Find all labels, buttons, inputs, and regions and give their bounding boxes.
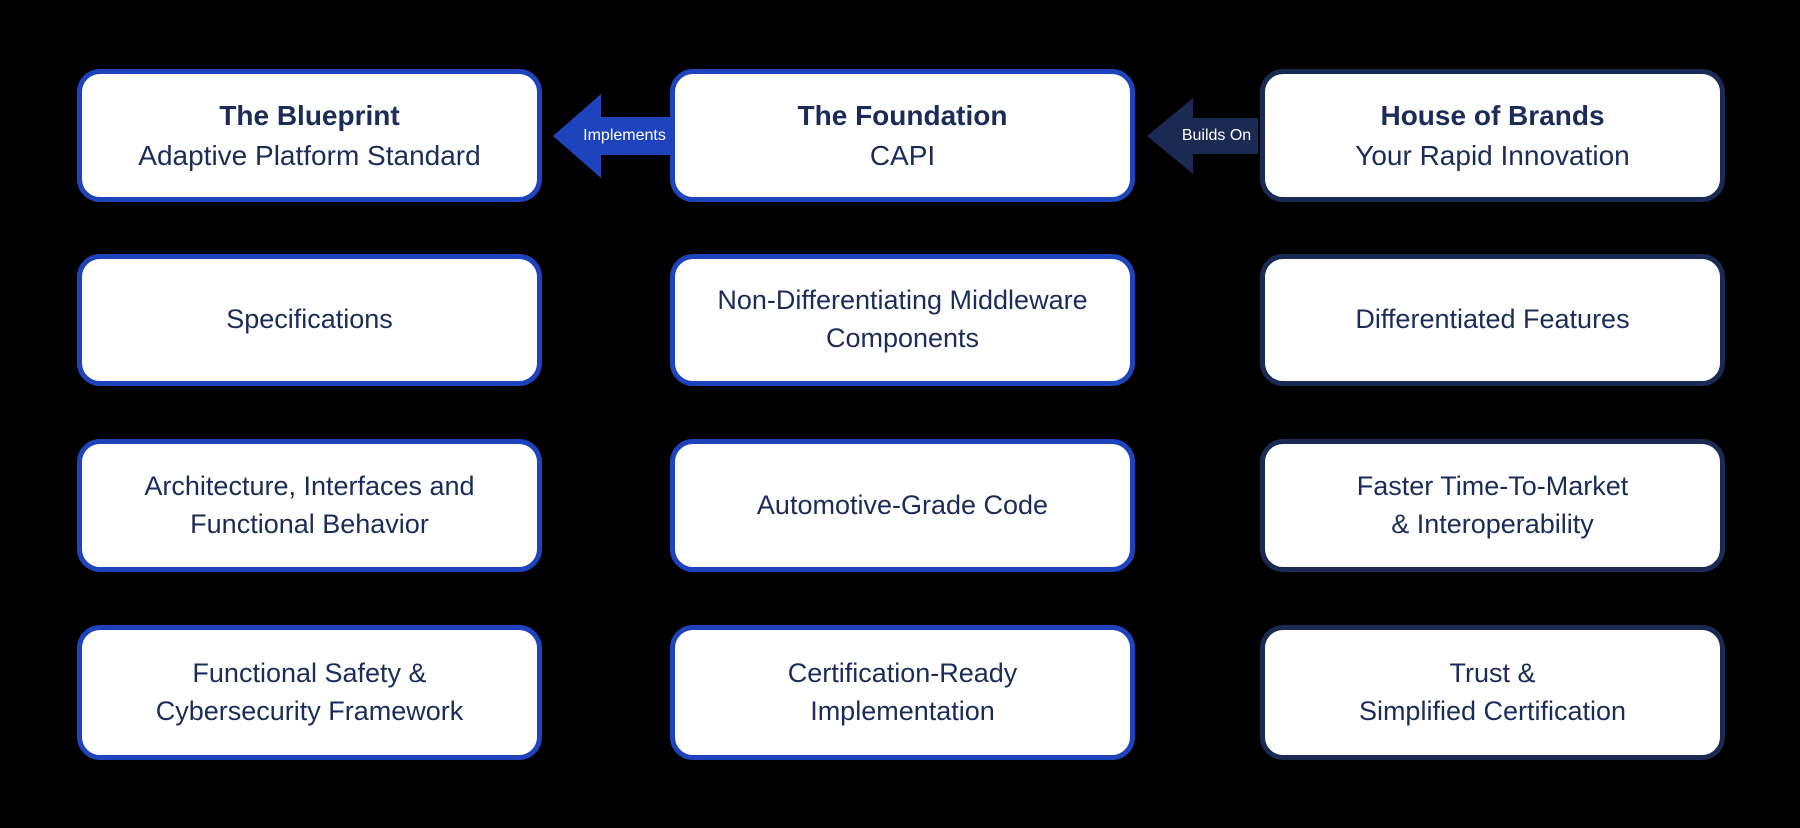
card-functional-safety: Functional Safety & Cybersecurity Framew… — [77, 625, 542, 760]
card-trust-simplified-certification: Trust & Simplified Certification — [1260, 625, 1725, 760]
house-of-brands-title: House of Brands — [1380, 100, 1605, 132]
card-blueprint-header: The Blueprint Adaptive Platform Standard — [77, 69, 542, 202]
card-text: Differentiated Features — [1355, 304, 1630, 335]
house-of-brands-subtitle: Your Rapid Innovation — [1355, 139, 1630, 171]
card-text-line-2: Simplified Certification — [1358, 695, 1627, 726]
card-text-line-1: Faster Time-To-Market — [1356, 470, 1629, 501]
card-text-line-1: Architecture, Interfaces and — [144, 470, 475, 501]
card-text-line-2: Functional Behavior — [190, 508, 429, 539]
card-text-line-1: Trust & — [1449, 657, 1536, 688]
builds-on-arrow-label: Builds On — [1181, 127, 1252, 144]
card-text-line-1: Certification-Ready — [787, 657, 1018, 688]
card-house-of-brands-header: House of Brands Your Rapid Innovation — [1260, 69, 1725, 202]
implements-arrow-icon: Implements — [553, 94, 670, 178]
card-non-differentiating-middleware: Non-Differentiating Middleware Component… — [670, 254, 1135, 386]
card-text-line-2: & Interoperability — [1391, 508, 1594, 539]
foundation-subtitle: CAPI — [869, 139, 936, 171]
card-faster-time-to-market: Faster Time-To-Market & Interoperability — [1260, 439, 1725, 572]
foundation-title: The Foundation — [797, 100, 1008, 132]
card-specifications: Specifications — [77, 254, 542, 386]
card-differentiated-features: Differentiated Features — [1260, 254, 1725, 386]
builds-on-arrow-icon: Builds On — [1147, 98, 1258, 174]
blueprint-subtitle: Adaptive Platform Standard — [138, 139, 481, 171]
implements-arrow-label: Implements — [583, 127, 666, 144]
blueprint-title: The Blueprint — [219, 100, 400, 132]
card-text-line-1: Functional Safety & — [192, 657, 427, 688]
card-architecture-interfaces: Architecture, Interfaces and Functional … — [77, 439, 542, 572]
card-foundation-header: The Foundation CAPI — [670, 69, 1135, 202]
card-text-line-2: Components — [825, 323, 980, 353]
card-text-line-1: Non-Differentiating Middleware — [717, 285, 1088, 316]
card-certification-ready: Certification-Ready Implementation — [670, 625, 1135, 760]
card-text: Specifications — [226, 304, 393, 335]
card-text-line-2: Cybersecurity Framework — [155, 695, 464, 726]
card-automotive-grade-code: Automotive-Grade Code — [670, 439, 1135, 572]
card-text: Automotive-Grade Code — [756, 489, 1049, 520]
card-text-line-2: Implementation — [810, 695, 995, 726]
